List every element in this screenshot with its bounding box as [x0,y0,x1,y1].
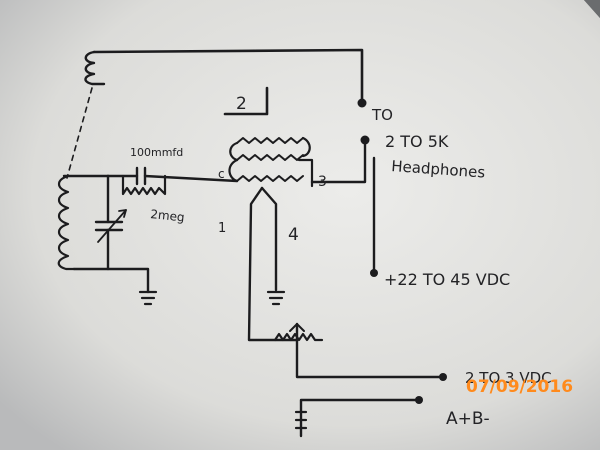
filament-wire [247,186,298,342]
capacitor-label: 100mmfd [130,146,183,159]
rheostat [273,322,443,379]
feedback-coil [84,48,364,105]
tank-ground-symbol [138,290,158,306]
battery-terminals-label: A+B- [446,409,490,429]
date-stamp: 07/09/2016 [466,377,573,397]
filament-supply-label: 2 TO 3 VDC [465,369,552,387]
output-to-label: TO [371,106,393,124]
filament-supply-terminal [439,373,447,381]
battery-common-wire [299,398,419,438]
coupling-dashed-line [66,87,93,179]
tuning-tank [57,174,150,294]
battery-common-terminal [415,396,423,404]
grid-leak-resistor [121,174,167,196]
filament-ground-wire [260,186,278,292]
plate-supply-terminal [370,269,378,277]
output-range-label: 2 TO 5K [385,132,449,151]
tube-coils [228,136,314,188]
plate-supply-label: +22 TO 45 VDC [384,270,510,289]
battery-ground-symbol [294,410,308,430]
tube-element-2 [223,86,269,116]
pin-1-label: 1 [218,221,226,236]
paper-edge-shadow [584,0,600,18]
filament-ground-symbol [266,290,286,306]
headphone-terminal-top [357,98,367,108]
pin-4-label: 4 [288,225,299,245]
grid-pin-label: c [218,167,225,181]
pin-3-label: 3 [318,174,327,190]
pin-2-label: 2 [236,94,247,114]
resistor-label: 2meg [150,207,186,225]
